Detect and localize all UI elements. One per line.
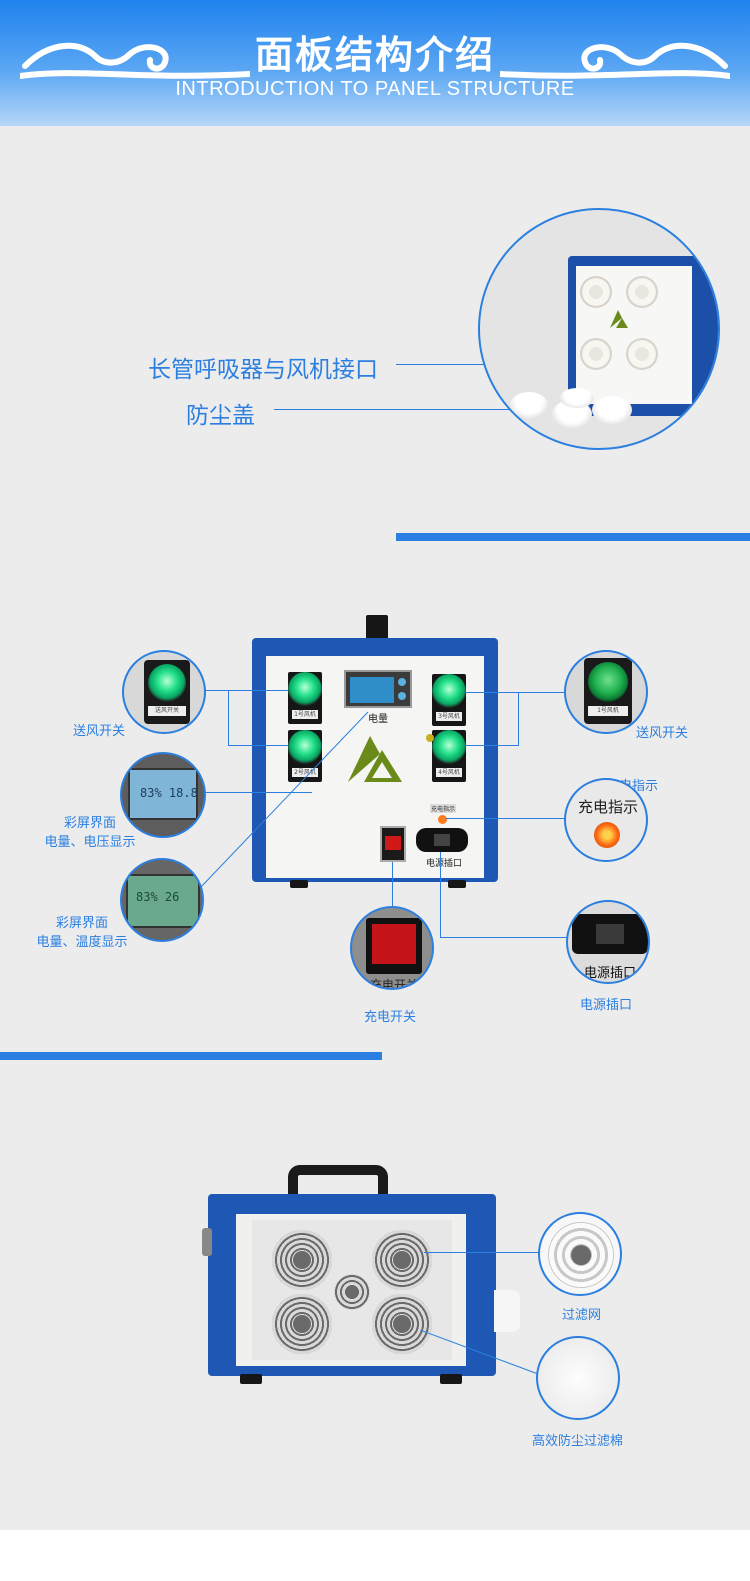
panel-fan-switch-4[interactable]	[432, 730, 466, 764]
bottom-white-strip	[0, 1530, 750, 1581]
panel-fan-switch-2-tag: 2号风机	[292, 768, 318, 777]
left-cloud-icon	[20, 42, 250, 79]
panel-charge-led	[438, 815, 447, 824]
zoom-charge-indicator: 充电指示	[564, 778, 648, 862]
brand-logo-icon	[610, 310, 628, 328]
label-charge-switch: 充电开关	[364, 1010, 417, 1025]
panel-fan-switch-2[interactable]	[288, 730, 322, 764]
zoom-screen2-text: 83% 26	[136, 890, 180, 904]
zoom-screen1-text: 83% 18.8	[140, 786, 198, 800]
pointer-line-dust-cap	[274, 409, 514, 410]
fan-grill-center	[334, 1274, 370, 1310]
port-1	[580, 276, 612, 308]
page-title: 面板结构介绍	[254, 33, 495, 77]
panel-fan-switch-4-tag: 4号风机	[436, 768, 462, 777]
panel-display	[344, 670, 412, 708]
connector-socket-h	[440, 937, 568, 938]
panel-fan-switch-1-tag: 1号风机	[292, 710, 318, 719]
zoom-filter-mesh	[538, 1212, 622, 1296]
zoom-indicator-text: 充电指示	[577, 798, 638, 816]
fan-grill-2	[372, 1230, 432, 1290]
zoom-charge-switch: 充电开关	[350, 906, 434, 990]
side-connector	[202, 1228, 212, 1256]
panel-brand-logo-icon	[348, 736, 402, 782]
zoom-fan-switch-right-tag: 1号风机	[588, 706, 628, 716]
label-interface: 长管呼吸器与风机接口	[148, 357, 378, 383]
header-banner: 面板结构介绍 INTRODUCTION TO PANEL STRUCTURE	[0, 0, 750, 126]
label-display-voltage-line2: 电量、电压显示	[44, 835, 136, 850]
connector-right-indicator	[446, 818, 566, 819]
page-subtitle: INTRODUCTION TO PANEL STRUCTURE	[175, 78, 575, 100]
label-display-voltage-line1: 彩屏界面	[63, 816, 116, 831]
connector-filter-mesh	[424, 1252, 540, 1253]
label-display-temp: 彩屏界面 电量、温度显示	[34, 912, 130, 950]
connector-right-bracket-v	[518, 692, 519, 746]
label-display-voltage: 彩屏界面 电量、电压显示	[42, 812, 138, 850]
label-fan-switch-left: 送风开关	[73, 724, 126, 739]
zoom-fan-switch-left: 送风开关	[122, 650, 206, 734]
pointer-line-interface	[396, 364, 556, 365]
connector-left-top-h	[204, 690, 288, 691]
connector-filter-cotton	[420, 1330, 539, 1375]
label-power-socket: 电源插口	[580, 998, 633, 1013]
side-port	[494, 1290, 520, 1332]
right-cloud-icon	[500, 42, 730, 79]
panel-indicator-tag: 充电指示	[430, 804, 456, 813]
connector-right-bracket-h	[466, 745, 518, 746]
device-foot-right	[448, 880, 466, 888]
panel-fan-switch-3-tag: 3号风机	[436, 712, 462, 721]
panel-charge-switch[interactable]	[380, 826, 406, 862]
panel-fan-switch-1[interactable]	[288, 672, 322, 706]
device-foot-left	[290, 880, 308, 888]
panel-fan-switch-3[interactable]	[432, 674, 466, 708]
connector-left-bottom-diagonal	[200, 711, 369, 889]
zoom-fan-switch-right: 1号风机	[564, 650, 648, 734]
connector-right-top-h	[466, 692, 566, 693]
divider-left	[0, 1052, 382, 1060]
port-3	[580, 338, 612, 370]
connector-socket-v	[440, 852, 441, 938]
panel-small-indicator	[426, 734, 434, 742]
zoom-socket-text: 电源插口	[583, 966, 636, 981]
zoom-power-socket: 电源插口	[566, 900, 650, 984]
panel-power-socket[interactable]	[416, 828, 468, 852]
port-4	[626, 338, 658, 370]
connector-left-mid	[204, 792, 312, 793]
zoom-charge-led	[594, 822, 620, 848]
rear-foot-right	[440, 1374, 462, 1384]
dust-cap-1	[510, 392, 548, 418]
label-filter-cotton: 高效防尘过滤棉	[532, 1434, 624, 1449]
panel-power-text: 电量	[368, 714, 388, 725]
dust-cap-3	[592, 396, 632, 424]
port-2	[626, 276, 658, 308]
fan-grill-1	[272, 1230, 332, 1290]
connector-left-bracket-h	[228, 745, 288, 746]
panel-socket-text: 电源插口	[426, 859, 463, 869]
rear-handle	[288, 1165, 388, 1205]
label-filter-mesh: 过滤网	[562, 1308, 602, 1323]
zoom-filter-cotton	[536, 1336, 620, 1420]
connector-left-bracket-v	[228, 690, 229, 746]
fan-grill-4	[372, 1294, 432, 1354]
label-fan-switch-right: 送风开关	[636, 726, 689, 741]
zoom-charge-switch-text: 充电开关	[369, 978, 418, 990]
zoom-fan-switch-left-tag: 送风开关	[148, 706, 186, 716]
rear-foot-left	[240, 1374, 262, 1384]
fan-grill-3	[272, 1294, 332, 1354]
filter-mesh-icon	[548, 1222, 614, 1288]
dust-cap-4	[560, 388, 594, 408]
handle-knob	[366, 615, 388, 639]
label-display-temp-line2: 电量、温度显示	[36, 935, 128, 950]
zoom-display-temp: 83% 26	[120, 858, 204, 942]
zoom-display-voltage: 83% 18.8	[120, 752, 206, 838]
label-display-temp-line1: 彩屏界面	[55, 916, 108, 931]
connector-switch-v	[392, 862, 393, 908]
zoom-circle-interface	[478, 208, 720, 450]
divider-right	[396, 533, 750, 541]
label-dust-cap: 防尘盖	[186, 403, 255, 429]
